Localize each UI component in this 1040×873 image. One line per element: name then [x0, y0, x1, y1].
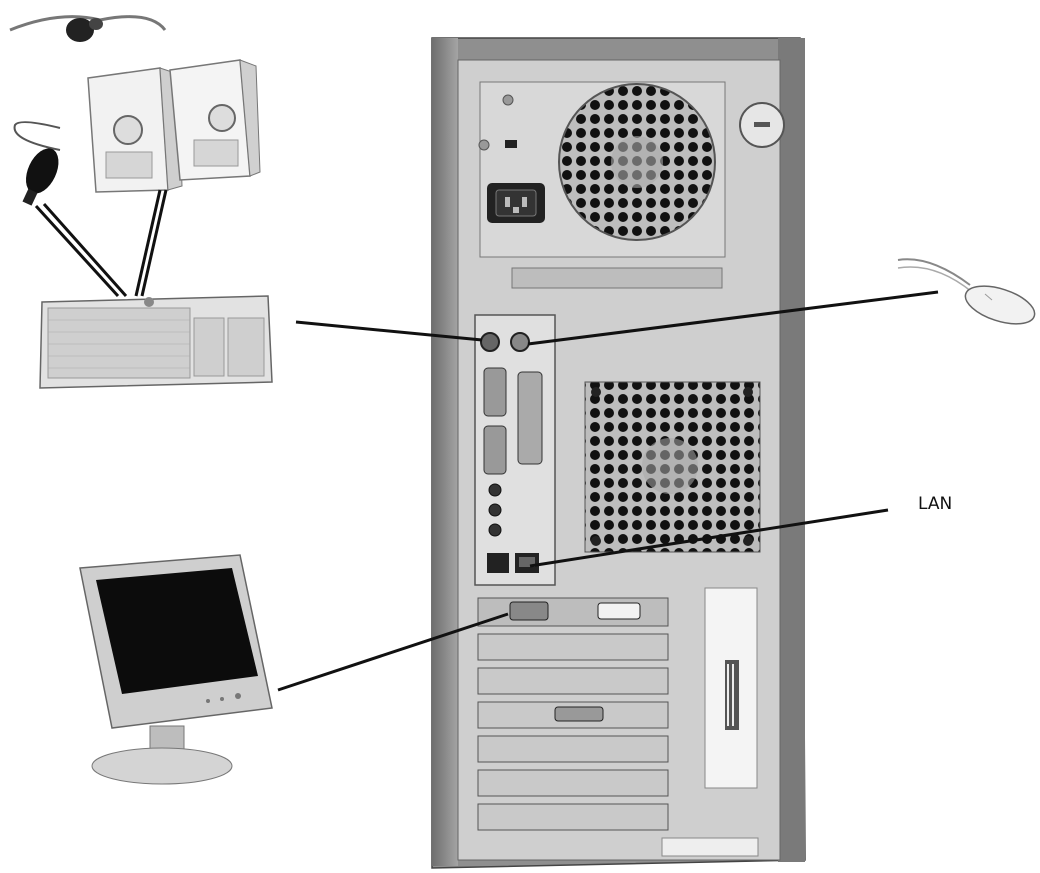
speaker-cable-2: [134, 189, 162, 297]
monitor-line: [277, 612, 509, 692]
speakers-icon: [87, 59, 261, 193]
mouse-line: [527, 290, 939, 346]
keyboard-icon: [39, 295, 273, 389]
computer-tower-icon: [431, 37, 806, 869]
speaker-cable: [140, 189, 168, 297]
io-panel: [474, 314, 556, 586]
serial-port-2: [483, 425, 507, 475]
expansion-slots: [477, 597, 669, 831]
serial-port-1: [483, 367, 507, 417]
psu-fan-grille: [558, 83, 716, 241]
vga-port: [509, 601, 549, 621]
power-socket-icon: [487, 183, 545, 223]
microphone-icon: [13, 121, 61, 206]
lock-knob-icon: [739, 102, 785, 148]
barcode-label: [704, 587, 758, 789]
ps2-keyboard-port: [480, 332, 500, 352]
usb-port: [487, 553, 509, 573]
keyboard-line: [295, 320, 483, 342]
headphones-icon: [9, 15, 167, 42]
audio-jack-3: [488, 523, 502, 537]
lan-line: [529, 508, 889, 568]
mouse-icon: [897, 258, 1036, 325]
monitor-icon: [79, 554, 273, 785]
audio-jack-1: [488, 483, 502, 497]
audio-jack-2: [488, 503, 502, 517]
case-fan-grille: [584, 381, 761, 553]
parallel-port: [517, 371, 543, 465]
mic-cable-2: [42, 203, 128, 297]
lan-label: LAN: [918, 494, 953, 514]
ps2-mouse-port: [510, 332, 530, 352]
mic-cable: [34, 204, 120, 298]
connection-lines: [34, 189, 939, 692]
